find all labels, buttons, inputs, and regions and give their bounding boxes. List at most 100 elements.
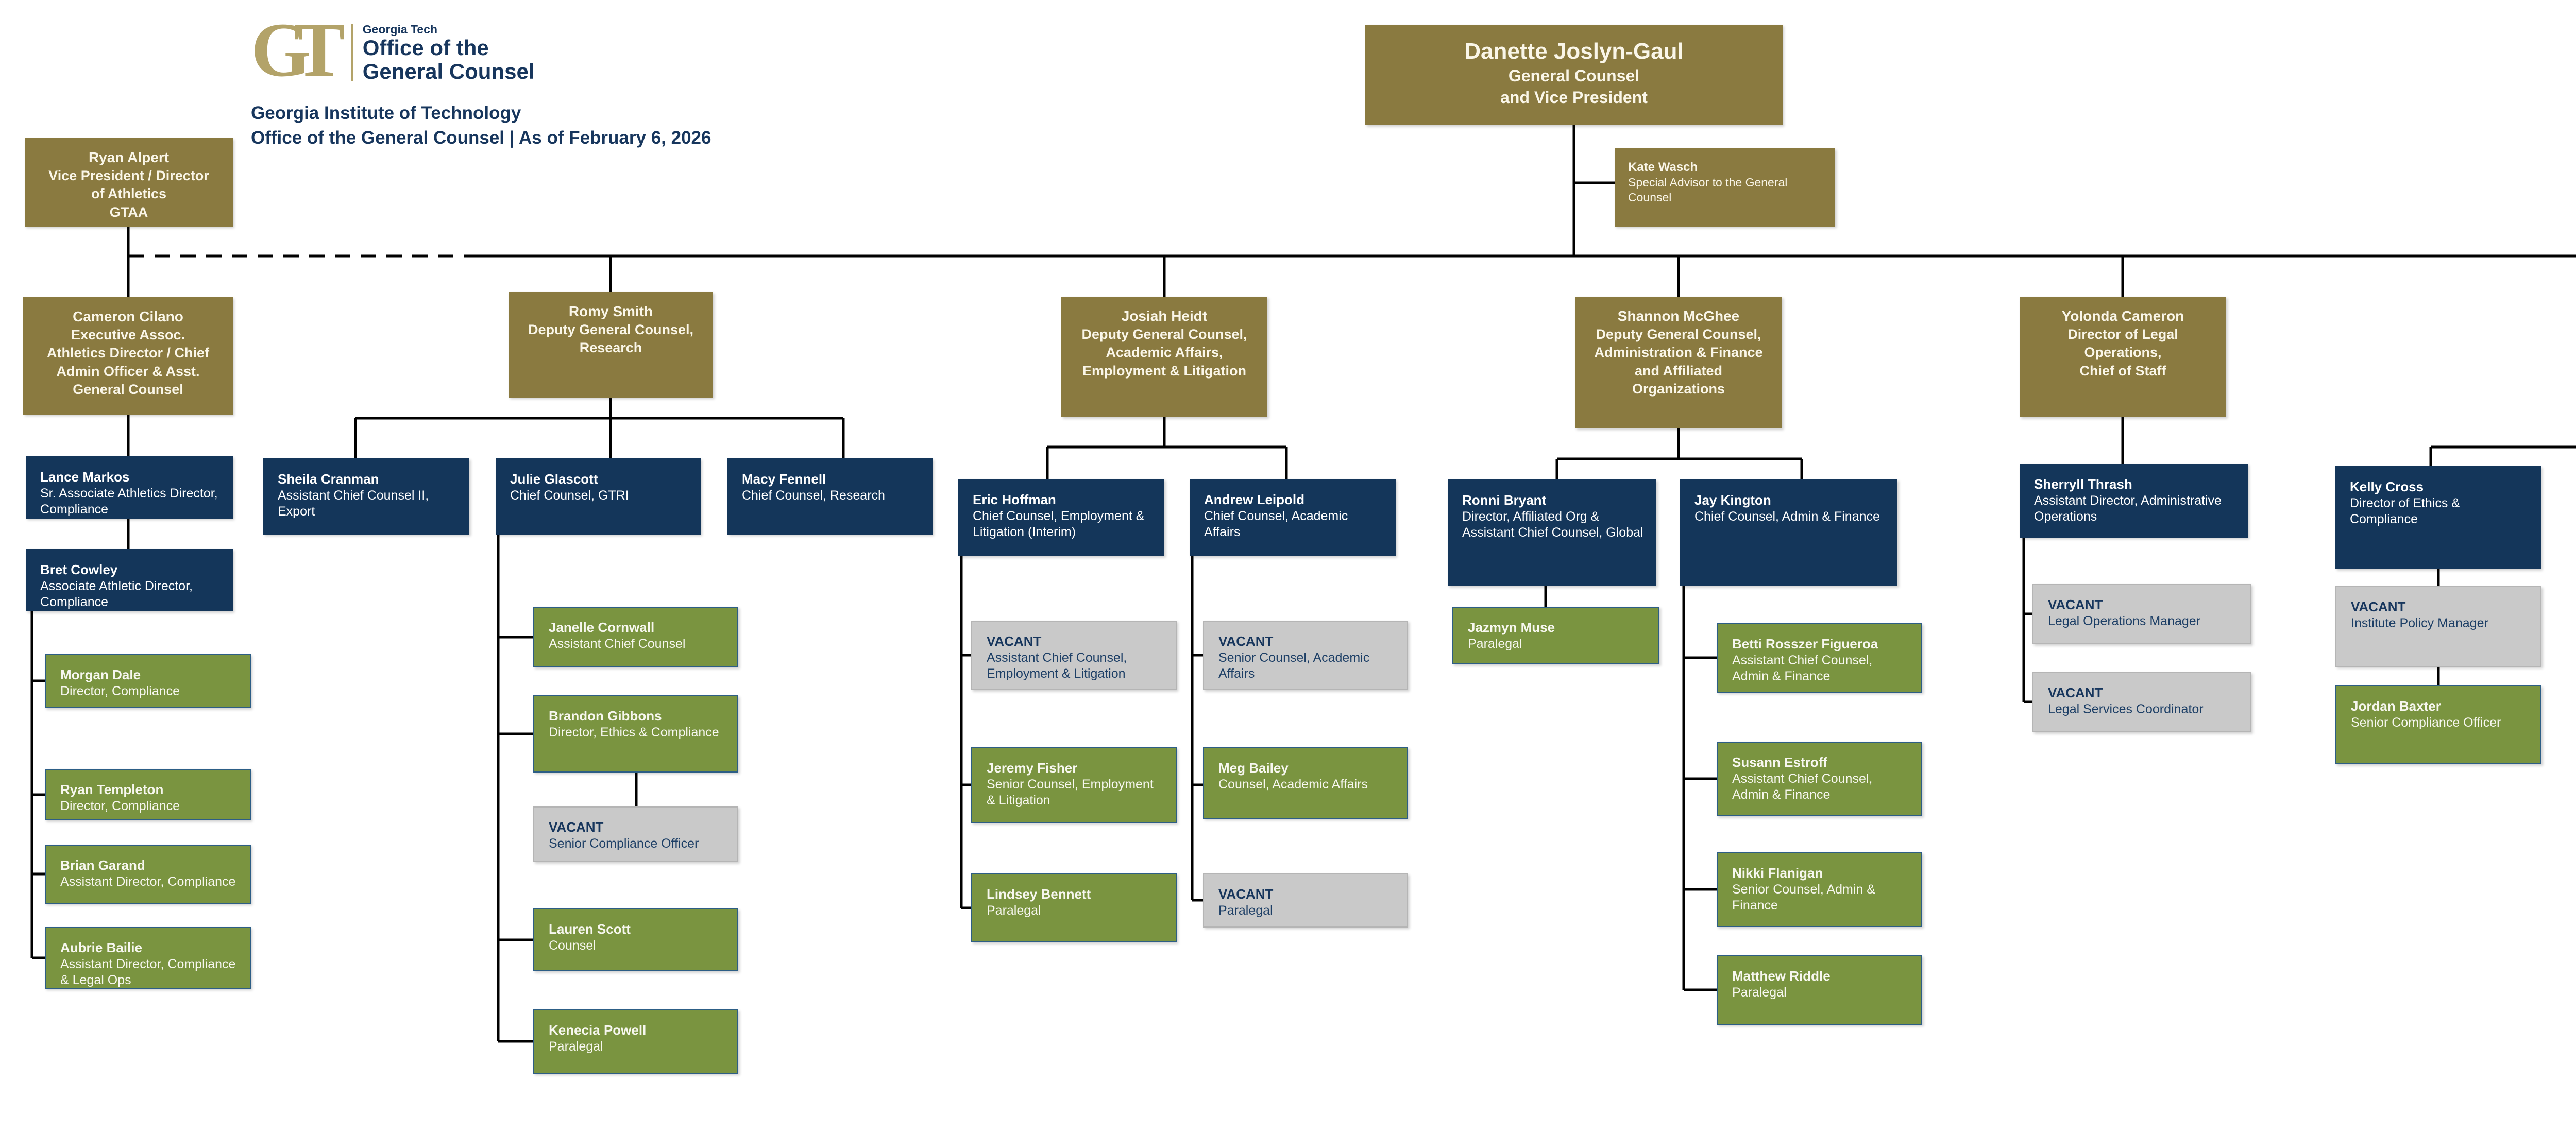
person-name: Jazmyn Muse: [1468, 620, 1555, 635]
person-name: VACANT: [1218, 633, 1274, 649]
person-name: Morgan Dale: [60, 667, 141, 682]
person-title: Assistant Chief Counsel, Admin & Finance: [1732, 771, 1873, 802]
person-name: Shannon McGhee: [1617, 308, 1740, 324]
person-name: Andrew Leipold: [1204, 492, 1304, 507]
person-title: Deputy General Counsel, Administration &…: [1594, 327, 1763, 397]
person-title: Director of Ethics & Compliance: [2350, 495, 2460, 526]
person-name: Eric Hoffman: [973, 492, 1056, 507]
person-title: Assistant Director, Administrative Opera…: [2034, 493, 2222, 524]
person-title: Legal Operations Manager: [2048, 613, 2201, 628]
person-name: Bret Cowley: [40, 562, 118, 577]
person-name: Janelle Cornwall: [549, 620, 655, 635]
logo-divider: [351, 24, 353, 81]
person-name: Lance Markos: [40, 469, 130, 485]
person-title: Director, Ethics & Compliance: [549, 725, 719, 740]
person-title: Counsel, Academic Affairs: [1218, 777, 1368, 792]
person-name: Matthew Riddle: [1732, 968, 1831, 984]
person-title: Counsel: [549, 938, 596, 953]
person-name: Aubrie Bailie: [60, 940, 142, 955]
person-name: Sheila Cranman: [278, 471, 379, 487]
person-title: Chief Counsel, Admin & Finance: [1694, 509, 1880, 524]
person-name: Romy Smith: [568, 303, 653, 319]
person-name: Ronni Bryant: [1462, 492, 1547, 508]
person-title: Chief Counsel, Employment & Litigation (…: [973, 508, 1145, 539]
person-name: Ryan Alpert: [88, 149, 170, 165]
person-title: Assistant Director, Compliance & Legal O…: [60, 956, 236, 987]
person-name: Lauren Scott: [549, 921, 631, 937]
person-title: Senior Compliance Officer: [549, 836, 699, 851]
person-name: Danette Joslyn-Gaul: [1464, 39, 1684, 64]
person-name: Meg Bailey: [1218, 760, 1289, 776]
person-title: Director, Affiliated Org & Assistant Chi…: [1462, 509, 1643, 540]
person-name: Betti Rosszer Figueroa: [1732, 636, 1878, 651]
person-title: Sr. Associate Athletics Director, Compli…: [40, 486, 218, 517]
person-name: Cameron Cilano: [73, 308, 183, 324]
person-name: VACANT: [549, 819, 604, 835]
person-title: Senior Counsel, Academic Affairs: [1218, 650, 1370, 681]
person-name: Julie Glascott: [510, 471, 598, 487]
gt-logo-mark: GT: [251, 7, 345, 93]
person-title: Assistant Director, Compliance: [60, 874, 236, 889]
person-name: Brandon Gibbons: [549, 708, 662, 724]
person-name: Kelly Cross: [2350, 479, 2424, 494]
person-title: Associate Athletic Director, Compliance: [40, 578, 193, 609]
person-title: Senior Counsel, Employment & Litigation: [987, 777, 1154, 808]
person-title: Chief Counsel, Research: [742, 488, 885, 503]
person-title: Senior Counsel, Admin & Finance: [1732, 882, 1875, 913]
logo-text: Georgia Tech Office of the General Couns…: [363, 22, 535, 83]
person-name: Susann Estroff: [1732, 754, 1827, 770]
person-name: Jordan Baxter: [2351, 698, 2441, 714]
person-name: Ryan Templeton: [60, 782, 164, 797]
person-title: Legal Services Coordinator: [2048, 701, 2204, 716]
person-name: Josiah Heidt: [1121, 308, 1208, 324]
person-title: Paralegal: [1218, 903, 1273, 918]
person-title: Deputy General Counsel, Research: [528, 322, 694, 356]
person-title: Assistant Chief Counsel, Employment & Li…: [987, 650, 1127, 681]
person-name: Nikki Flanigan: [1732, 865, 1823, 881]
person-name: VACANT: [2048, 597, 2103, 612]
person-title: Director, Compliance: [60, 683, 180, 698]
gt-logo: GT Georgia Tech Office of the General Co…: [251, 7, 535, 93]
person-name: Jeremy Fisher: [987, 760, 1078, 776]
person-name: Lindsey Bennett: [987, 886, 1091, 902]
person-title: Paralegal: [549, 1039, 603, 1054]
logo-brand: Georgia Tech: [362, 23, 438, 36]
logo-office-name: Office of the General Counsel: [362, 36, 535, 83]
person-name: VACANT: [2048, 685, 2103, 700]
person-title: Executive Assoc. Athletics Director / Ch…: [46, 327, 210, 397]
person-name: Yolonda Cameron: [2061, 308, 2184, 324]
page-title-line1: Georgia Institute of Technology: [251, 103, 521, 123]
person-title: Assistant Chief Counsel: [549, 636, 686, 651]
